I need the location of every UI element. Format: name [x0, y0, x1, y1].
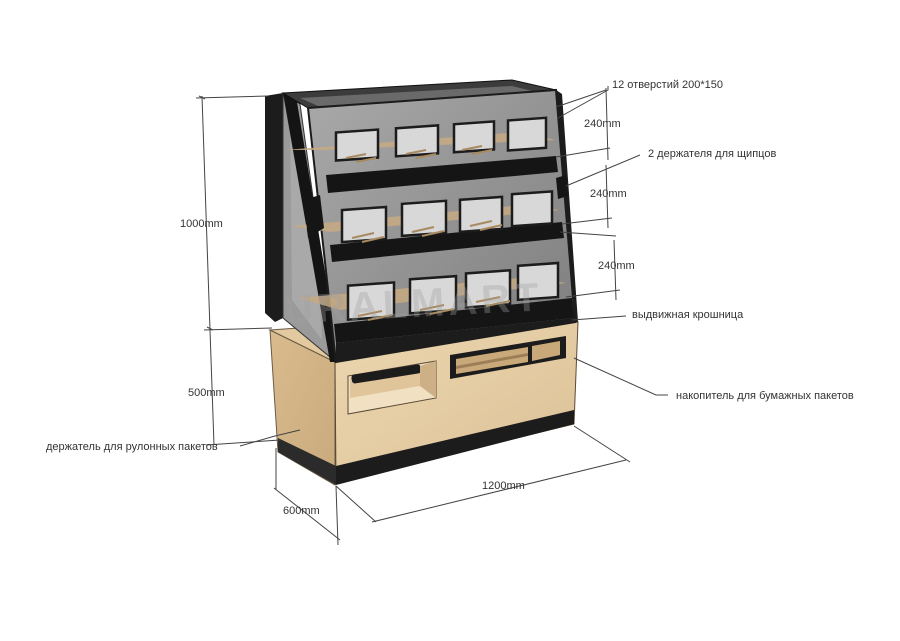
opening-r2c4: [510, 190, 554, 228]
cabinet-plinth-side: [278, 438, 336, 485]
opening-r3c4: [516, 261, 560, 302]
tong-holders: [304, 175, 568, 238]
bag-storage-slot: [450, 336, 566, 379]
opening-r3c2: [408, 274, 458, 315]
opening-r1c3: [452, 120, 496, 154]
dim-shelf2: 240mm: [590, 188, 627, 200]
opening-r2c3: [458, 195, 504, 234]
opening-r2c2: [400, 199, 448, 238]
window-openings: [334, 116, 560, 322]
display-case: [265, 79, 578, 364]
shelf-slats: [345, 145, 511, 321]
label-bags: накопитель для бумажных пакетов: [676, 390, 854, 402]
dim-depth: 600mm: [283, 505, 320, 517]
dim-shelf3: 240mm: [598, 260, 635, 272]
opening-r2c1: [340, 205, 388, 244]
opening-r1c4: [506, 116, 548, 152]
right-edge: [556, 90, 578, 322]
dim-shelf1: 240mm: [584, 118, 621, 130]
label-holes: 12 отверстий 200*150: [612, 79, 724, 91]
opening-r3c1: [346, 281, 396, 322]
dimension-lines: [195, 86, 668, 546]
back-frame: [265, 93, 283, 322]
cabinet-plinth-front: [336, 410, 574, 485]
dim-base-height: 500mm: [188, 387, 225, 399]
opening-r1c1: [334, 128, 380, 162]
front-bars: [326, 156, 575, 362]
roll-bag-holder: [347, 360, 437, 415]
label-tray: выдвижная крошница: [632, 309, 744, 321]
dim-total-height: 1000mm: [180, 218, 223, 230]
dim-width: 1200mm: [482, 480, 525, 492]
opening-r1c2: [394, 124, 440, 158]
label-rolls: держатель для рулонных пакетов: [46, 441, 218, 453]
label-tongs: 2 держателя для щипцов: [648, 148, 777, 160]
